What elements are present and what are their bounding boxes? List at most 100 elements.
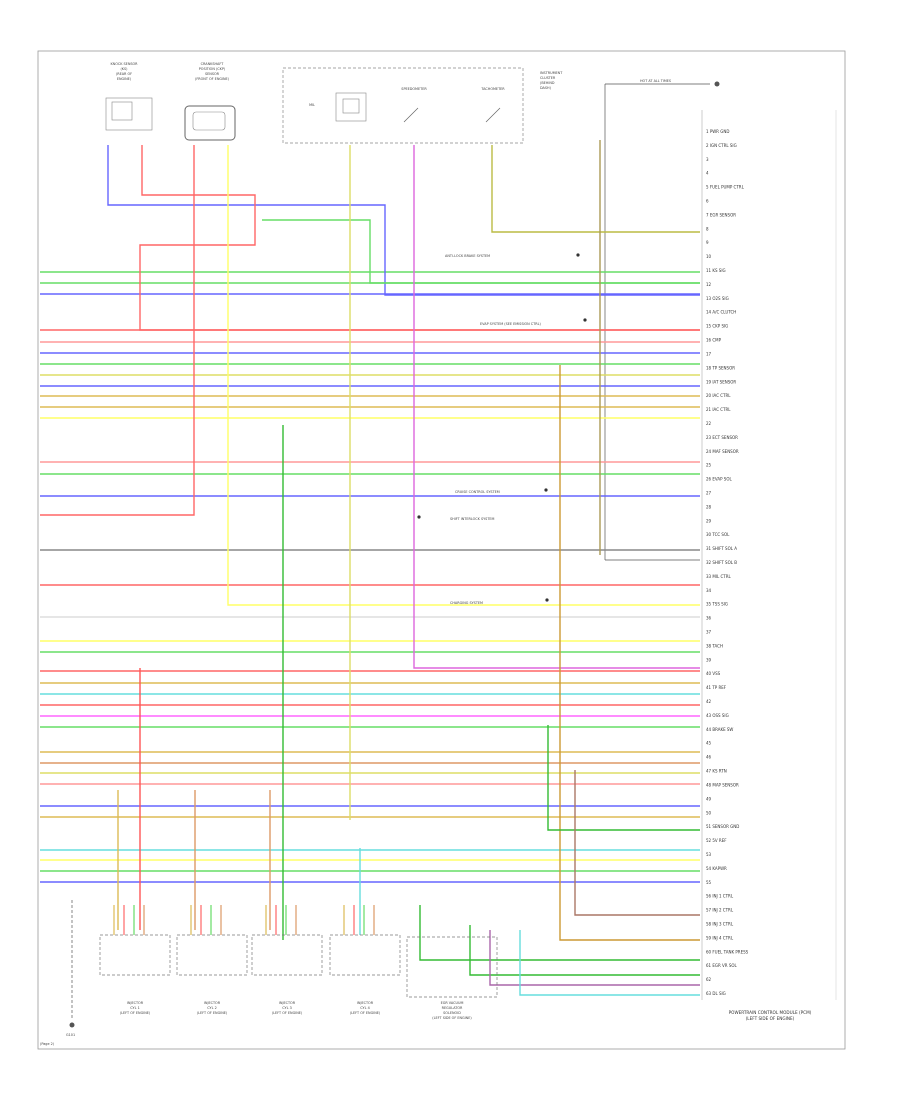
- svg-text:G101: G101: [66, 1033, 75, 1037]
- pcm-pin-59: 59 INJ 4 CTRL: [706, 935, 734, 940]
- pcm-pin-53: 53: [706, 852, 712, 857]
- pcm-pin-30: 30 TCC SOL: [706, 532, 730, 537]
- vertical-wires: [40, 140, 700, 996]
- pcm-pin-35: 35 TSS SIG: [706, 602, 728, 607]
- pcm-pin-6: 6: [706, 199, 709, 204]
- pcm-pin-36: 36: [706, 616, 712, 621]
- pcm-pin-42: 42: [706, 699, 712, 704]
- pcm-pin-7: 7 EGR SENSOR: [706, 212, 736, 217]
- hot-at-all-times: HOT AT ALL TIMES: [604, 79, 720, 561]
- injector-3-label: CYL 3: [282, 1006, 292, 1010]
- svg-text:SENSOR: SENSOR: [205, 72, 220, 76]
- pcm-pin-8: 8: [706, 226, 709, 231]
- injector-2-label: CYL 2: [207, 1006, 217, 1010]
- pcm-pin-33: 33 MIL CTRL: [706, 574, 732, 579]
- pcm-pin-55: 55: [706, 880, 712, 885]
- svg-text:CHARGING SYSTEM: CHARGING SYSTEM: [450, 601, 483, 605]
- pcm-pin-22: 22: [706, 421, 712, 426]
- pcm-pin-29: 29: [706, 518, 712, 523]
- page-label: (Page 2): [40, 1042, 55, 1046]
- injector-1-box: [99, 934, 171, 976]
- svg-text:(KS): (KS): [120, 67, 128, 71]
- ckp-sensor-block: CRANKSHAFT POSITION (CKP) SENSOR (FRONT …: [184, 62, 236, 141]
- pcm-pin-63: 63 DL SIG: [706, 991, 726, 996]
- svg-text:ENGINE): ENGINE): [117, 77, 132, 81]
- pcm-pin-28: 28: [706, 504, 712, 509]
- pcm-pin-15: 15 CKP SIG: [706, 324, 728, 329]
- pcm-pin-48: 48 MAP SENSOR: [706, 782, 739, 787]
- pcm-pin-27: 27: [706, 490, 712, 495]
- pcm-pin-23: 23 ECT SENSOR: [706, 435, 738, 440]
- injector-1-label: CYL 1: [130, 1006, 140, 1010]
- pcm-pin-54: 54 KAPWR: [706, 866, 727, 871]
- pcm-pin-43: 43 OSS SIG: [706, 713, 729, 718]
- svg-text:MIL: MIL: [309, 103, 315, 107]
- pcm-pin-60: 60 FUEL TANK PRESS: [706, 949, 749, 954]
- system-refs: ANTI-LOCK BRAKE SYSTEM EVAP SYSTEM (SEE …: [417, 253, 587, 605]
- injector-1-label: INJECTOR: [127, 1001, 144, 1005]
- pcm-pin-24: 24 MAF SENSOR: [706, 449, 739, 454]
- injector-2-box: [176, 934, 248, 976]
- pcm-pin-9: 9: [706, 240, 709, 245]
- pcm-pin-18: 18 TP SENSOR: [706, 365, 735, 370]
- pcm-pin-14: 14 A/C CLUTCH: [706, 310, 736, 315]
- pcm-pin-21: 21 IAC CTRL: [706, 407, 731, 412]
- svg-text:CRUISE CONTROL SYSTEM: CRUISE CONTROL SYSTEM: [455, 490, 500, 494]
- pcm-pin-13: 13 O2S SIG: [706, 296, 729, 301]
- svg-text:EGR VACUUM: EGR VACUUM: [441, 1001, 464, 1005]
- pcm-pin-5: 5 FUEL PUMP CTRL: [706, 185, 745, 190]
- svg-text:KNOCK SENSOR: KNOCK SENSOR: [110, 62, 138, 66]
- svg-text:(LEFT SIDE OF ENGINE): (LEFT SIDE OF ENGINE): [746, 1016, 795, 1021]
- pcm-pin-1: 1 PWR GND: [706, 129, 729, 134]
- pcm-pin-34: 34: [706, 588, 712, 593]
- pcm-pin-38: 38 TACH: [706, 643, 723, 648]
- pcm-pin-4: 4: [706, 171, 709, 176]
- svg-text:CRANKSHAFT: CRANKSHAFT: [201, 62, 225, 66]
- pcm-pin-32: 32 SHIFT SOL B: [706, 560, 737, 565]
- diagram-border: [37, 50, 846, 1050]
- pcm-pin-52: 52 5V REF: [706, 838, 727, 843]
- svg-text:(REAR OF: (REAR OF: [116, 72, 132, 76]
- injector-2-label: (LEFT OF ENGINE): [197, 1011, 228, 1015]
- pcm-pin-20: 20 IAC CTRL: [706, 393, 731, 398]
- svg-text:TACHOMETER: TACHOMETER: [480, 87, 505, 91]
- injector-4-label: CYL 4: [360, 1006, 370, 1010]
- pcm-pin-44: 44 BRAKE SW: [706, 727, 733, 732]
- svg-text:DASH): DASH): [540, 86, 552, 90]
- pcm-pin-31: 31 SHIFT SOL A: [706, 546, 737, 551]
- svg-text:(FRONT OF ENGINE): (FRONT OF ENGINE): [195, 77, 230, 81]
- svg-text:REGULATOR: REGULATOR: [442, 1006, 463, 1010]
- pcm-pin-46: 46: [706, 755, 712, 760]
- svg-text:POSITION (CKP): POSITION (CKP): [199, 67, 226, 71]
- pcm-pin-19: 19 IAT SENSOR: [706, 379, 736, 384]
- svg-text:(BEHIND: (BEHIND: [540, 81, 555, 85]
- pcm-pin-62: 62: [706, 977, 712, 982]
- egr-solenoid: EGR VACUUM REGULATOR SOLENOID (LEFT SIDE…: [406, 936, 498, 1020]
- svg-text:INSTRUMENT: INSTRUMENT: [540, 71, 563, 75]
- pcm-pin-39: 39: [706, 657, 712, 662]
- svg-text:POWERTRAIN CONTROL MODULE (PCM: POWERTRAIN CONTROL MODULE (PCM): [729, 1010, 812, 1015]
- pcm-pin-labels: 1 PWR GND 2 IGN CTRL SIG 34 5 FUEL PUMP CTR…: [706, 129, 749, 996]
- knock-sensor-block: KNOCK SENSOR (KS) (REAR OF ENGINE): [105, 62, 153, 131]
- pcm-pin-17: 17: [706, 351, 712, 356]
- pcm-pin-16: 16 CMP: [706, 338, 722, 343]
- pcm-label: POWERTRAIN CONTROL MODULE (PCM) (LEFT SI…: [729, 1010, 812, 1021]
- svg-text:(LEFT SIDE OF ENGINE): (LEFT SIDE OF ENGINE): [432, 1016, 472, 1020]
- pcm-pin-12: 12: [706, 282, 712, 287]
- svg-text:ANTI-LOCK BRAKE SYSTEM: ANTI-LOCK BRAKE SYSTEM: [445, 254, 490, 258]
- pcm-pin-2: 2 IGN CTRL SIG: [706, 143, 737, 148]
- injector-2-label: INJECTOR: [204, 1001, 221, 1005]
- pcm-pin-49: 49: [706, 796, 712, 801]
- pcm-pin-10: 10: [706, 254, 712, 259]
- pcm-pin-45: 45: [706, 741, 712, 746]
- pcm-pin-37: 37: [706, 630, 712, 635]
- injector-1-label: (LEFT OF ENGINE): [120, 1011, 151, 1015]
- pcm-pin-57: 57 INJ 2 CTRL: [706, 908, 734, 913]
- injector-3-label: INJECTOR: [279, 1001, 296, 1005]
- pcm-pin-41: 41 TP REF: [706, 685, 727, 690]
- pcm-pin-61: 61 EGR VR SOL: [706, 963, 738, 968]
- pcm-pin-25: 25: [706, 463, 712, 468]
- svg-text:SPEEDOMETER: SPEEDOMETER: [401, 87, 427, 91]
